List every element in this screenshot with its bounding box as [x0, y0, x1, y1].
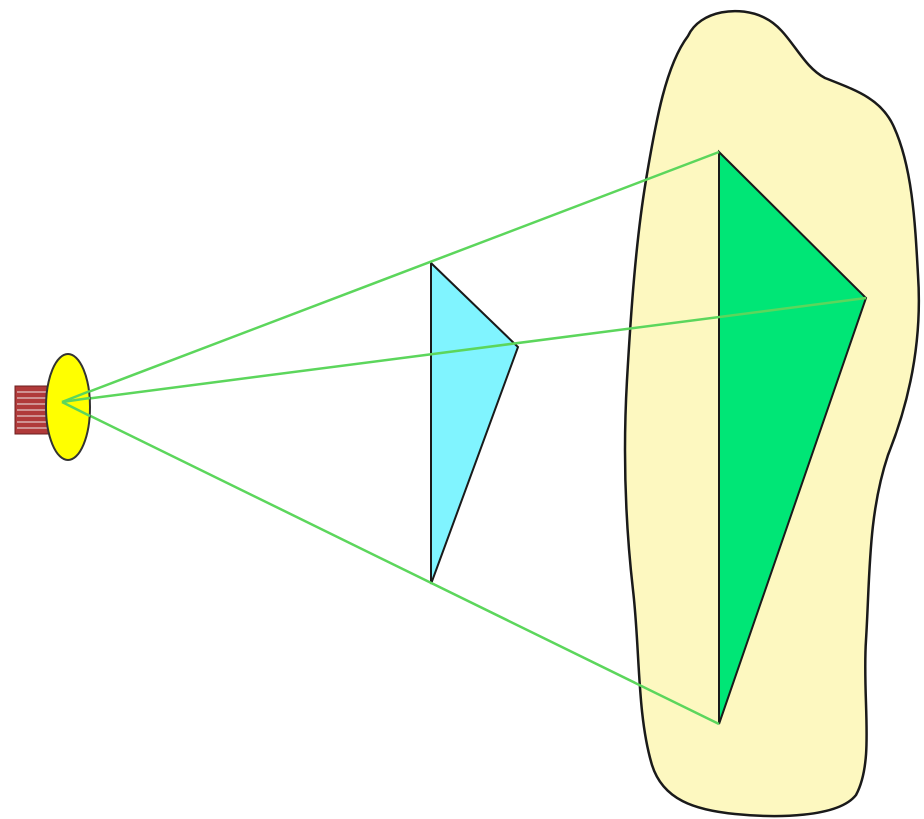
light-source: [46, 354, 90, 460]
lamp-socket: [15, 386, 49, 434]
ray-top: [62, 152, 719, 402]
object-triangle: [431, 263, 518, 584]
ray-bottom: [62, 402, 719, 724]
